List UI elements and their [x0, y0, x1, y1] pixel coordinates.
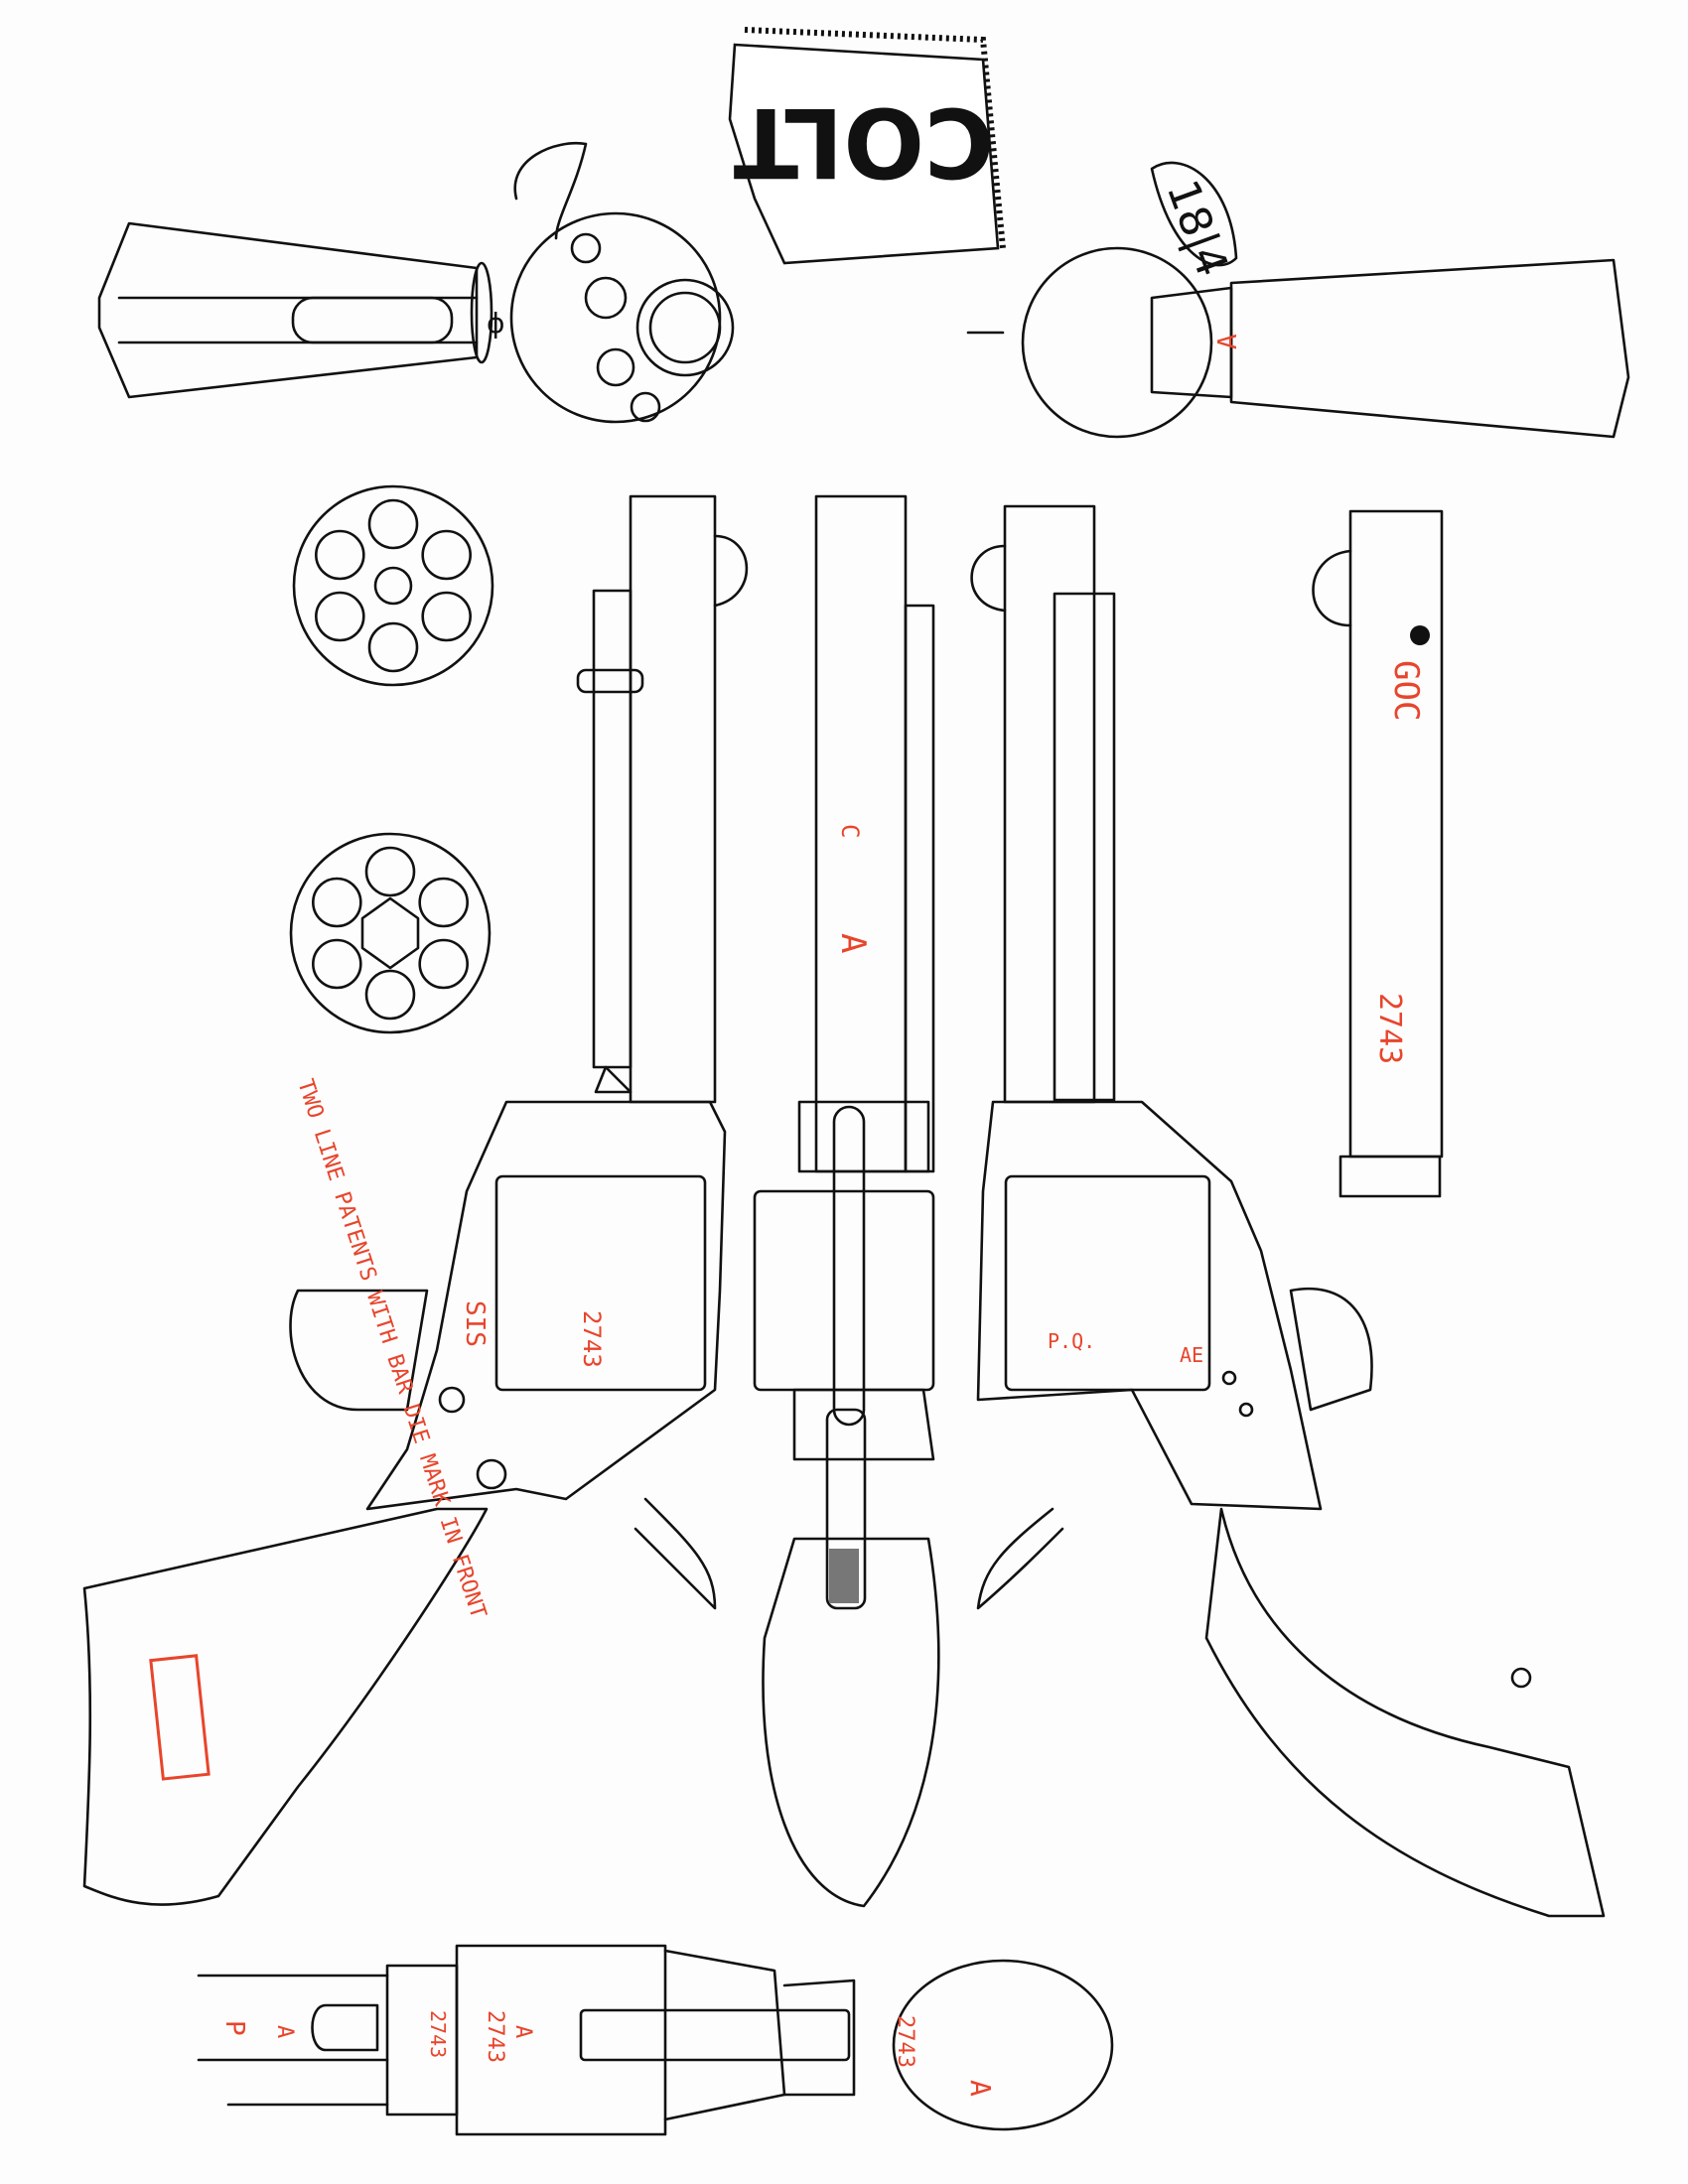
top-view-right: 18|4 A	[966, 161, 1630, 439]
cylinder-chamber	[364, 969, 416, 1021]
top-view-left: ϕ	[97, 141, 735, 424]
revolver-bottom-view	[197, 1944, 1114, 2136]
colt-logo-flag: COLT	[728, 27, 1006, 265]
barrel-top-mark-c: C	[836, 824, 864, 838]
cylinder-chamber	[312, 938, 362, 990]
right-cylinder-mark-pq: P.Q.	[1048, 1329, 1095, 1353]
svg-text:A: A	[1213, 334, 1243, 349]
revolver-left-side	[82, 494, 749, 1906]
cylinder-chamber	[315, 529, 365, 581]
svg-text:ϕ: ϕ	[487, 307, 504, 340]
cylinder-views	[289, 484, 494, 1034]
cylinder-chamber	[421, 529, 472, 581]
bottom-frame-letter: A	[510, 2025, 535, 2038]
cylinder-chamber	[312, 877, 362, 928]
cylinder-chamber	[421, 591, 472, 642]
ejector-rod-housing	[1312, 509, 1444, 1198]
frame-mark-left: SIS	[460, 1300, 490, 1347]
barrel-top-mark-a: A	[833, 933, 873, 953]
colt-logo-text: COLT	[734, 86, 995, 198]
revolver-top-view	[753, 494, 940, 1908]
serial-left-cylinder: 2743	[578, 1310, 606, 1368]
red-marking-rectangle	[149, 1654, 211, 1781]
bottom-grip-letter: A	[964, 2080, 997, 2097]
cylinder-chamber	[364, 846, 416, 897]
bottom-barrel-mark-p: P	[219, 2020, 249, 2036]
annotation-note: TWO LINE PATENTS WITH BAR DIE MARK IN FR…	[292, 1076, 491, 1621]
cylinder-chamber	[367, 621, 419, 673]
cylinder-chamber	[418, 877, 469, 928]
bottom-cylinder-serial: 2743	[426, 2010, 450, 2058]
cylinder-chamber	[367, 498, 419, 550]
revolver-right-side	[970, 504, 1606, 1918]
ejector-rod-serial: 2743	[1372, 993, 1407, 1064]
bottom-barrel-mark-a: A	[272, 2025, 297, 2038]
cylinder-chamber	[418, 938, 469, 990]
hammer-mark: 18|4	[1157, 174, 1238, 283]
right-cylinder-mark-ae: AE	[1180, 1343, 1203, 1367]
cylinder-chamber	[315, 591, 365, 642]
bottom-frame-serial: 2743	[483, 2010, 507, 2063]
bottom-grip-serial: 2743	[893, 2015, 917, 2068]
ejector-rod-mark: GOC	[1386, 660, 1426, 721]
